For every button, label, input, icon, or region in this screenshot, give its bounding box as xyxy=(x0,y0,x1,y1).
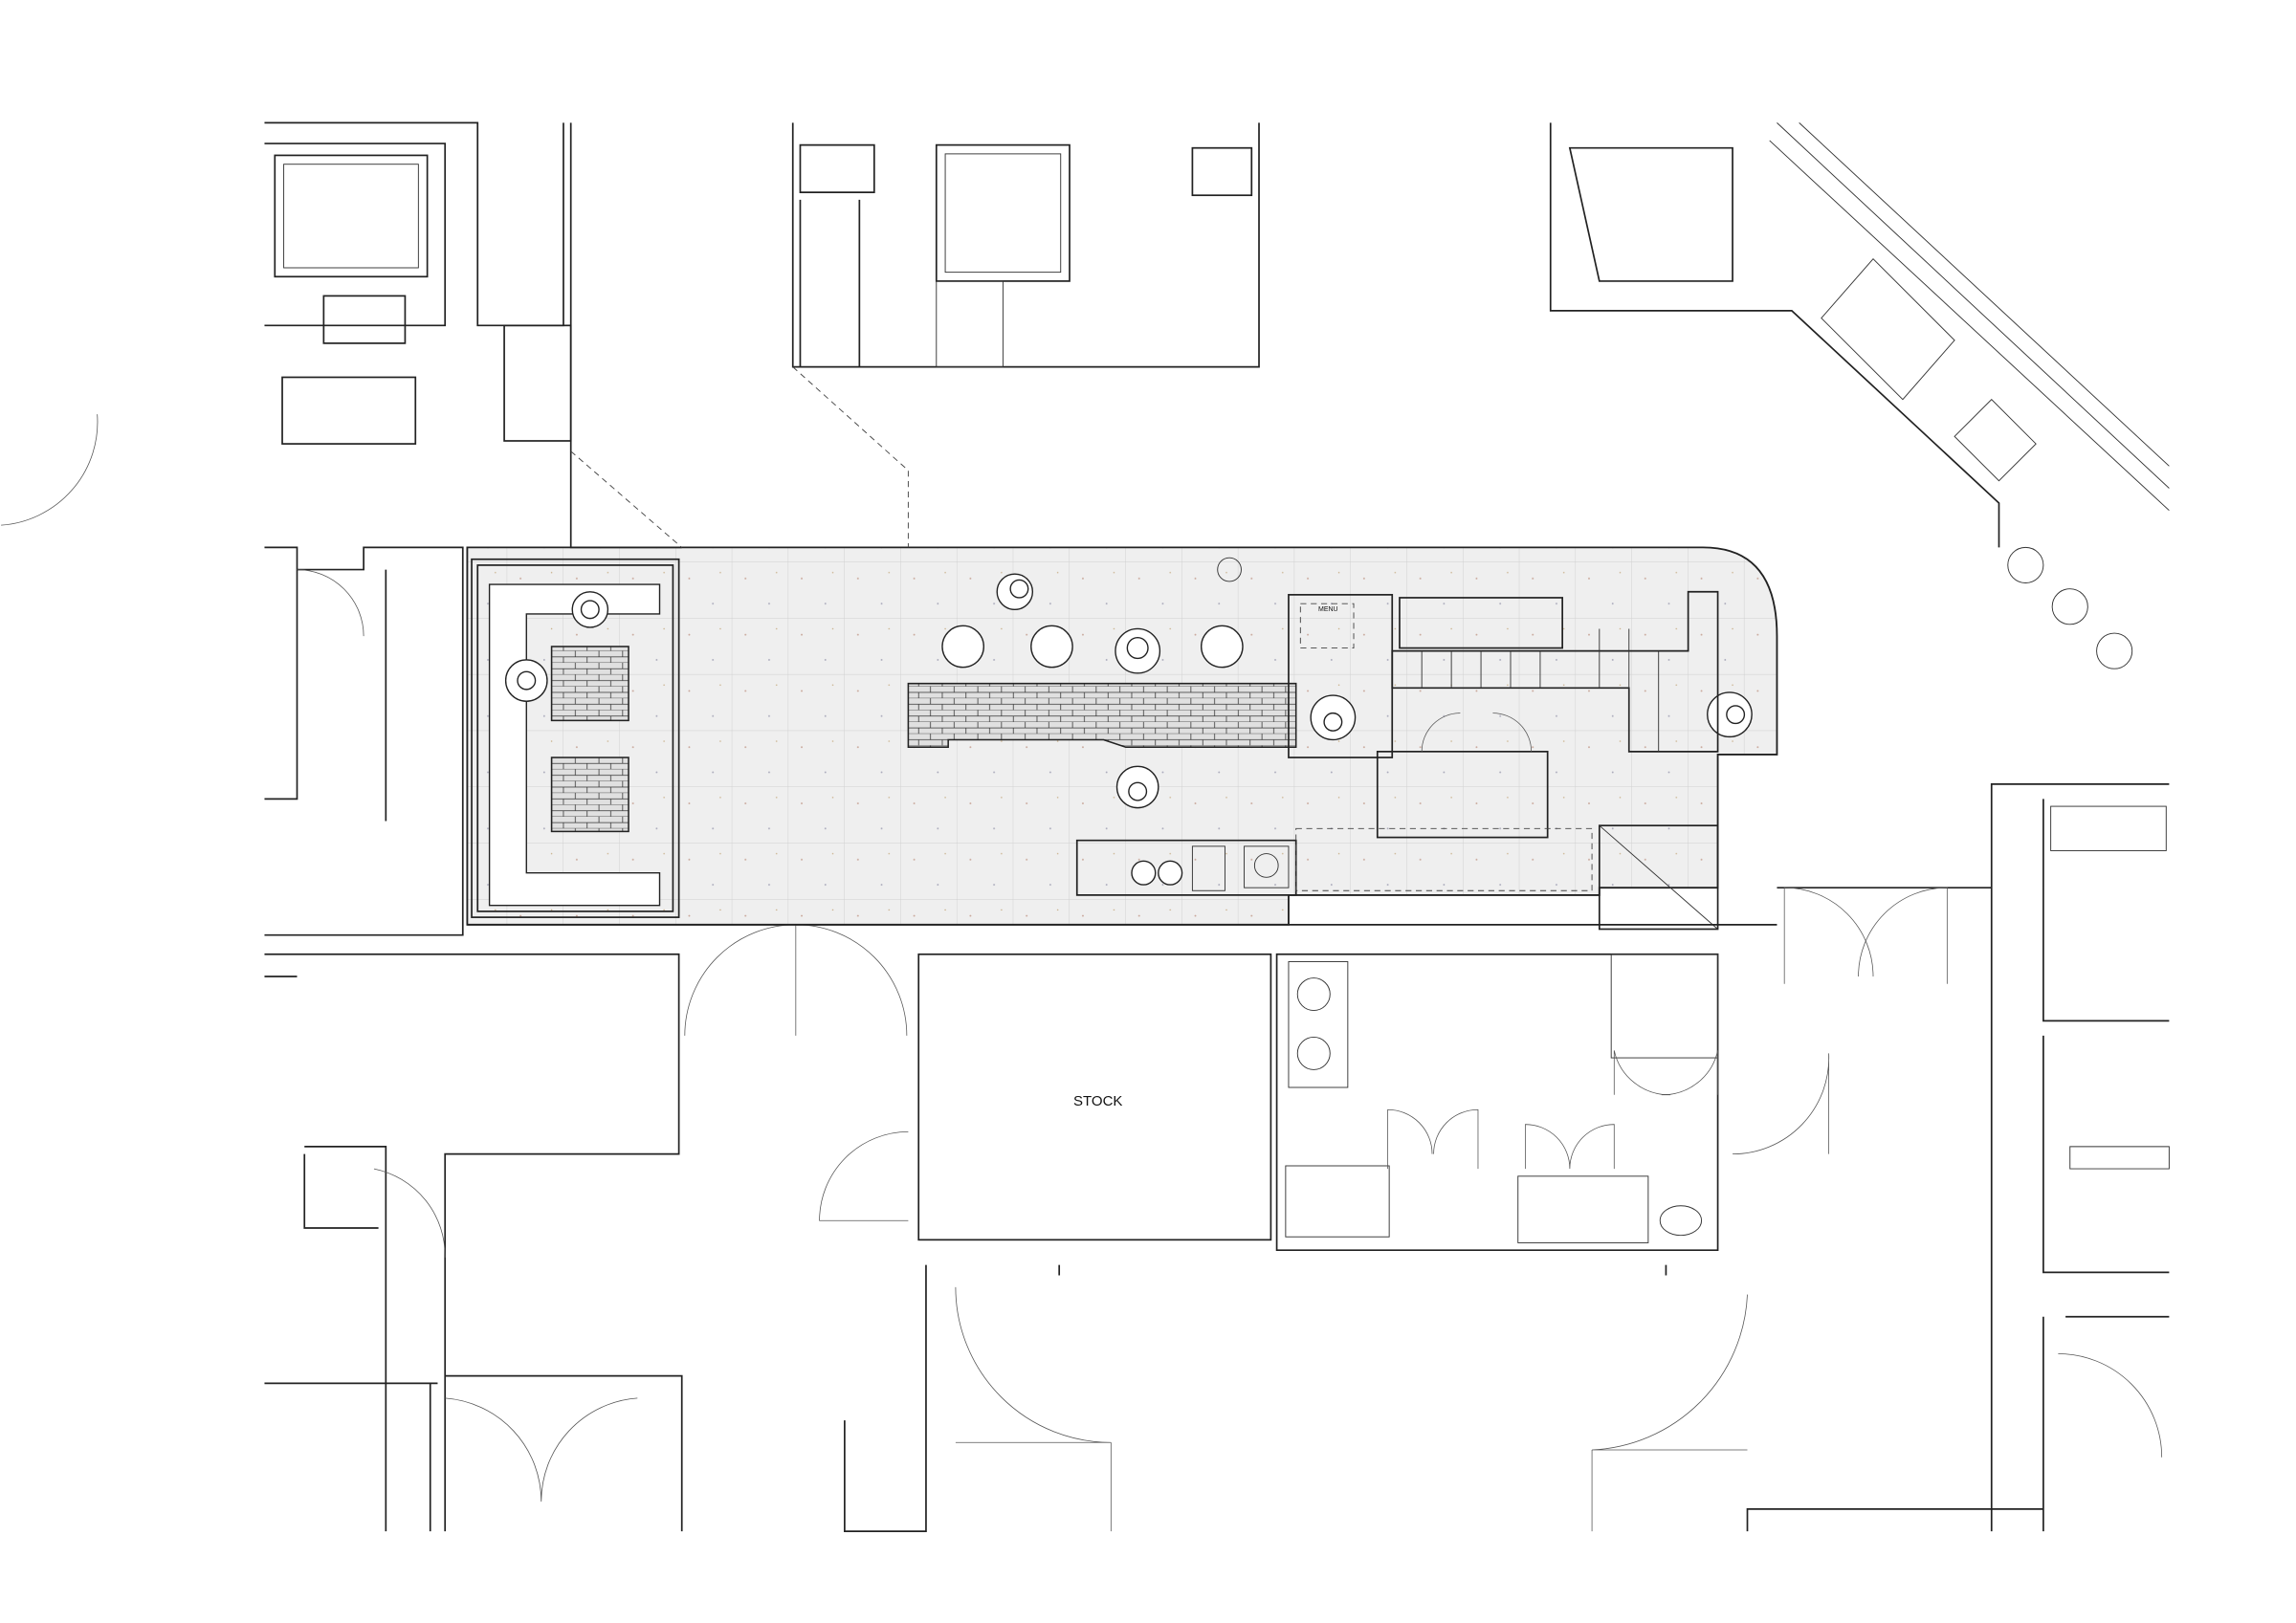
bar-counter xyxy=(907,573,1753,809)
person-icon xyxy=(1310,694,1357,741)
booth-seating xyxy=(471,558,680,918)
menu-board-label: MENU xyxy=(1318,606,1338,613)
surrounding-buildings xyxy=(1,121,2170,1532)
service-counter xyxy=(1075,557,1719,931)
hob-icon xyxy=(1131,845,1290,891)
stock-room xyxy=(819,953,1272,1241)
person-icon xyxy=(1707,691,1753,738)
person-icon xyxy=(571,591,609,628)
stool-icon xyxy=(1030,625,1073,669)
stool-icon xyxy=(1200,625,1244,669)
person-icon xyxy=(1115,765,1159,809)
person-icon xyxy=(1115,627,1161,674)
stool-icon xyxy=(941,625,984,669)
room-label-stock: STOCK xyxy=(1073,1093,1123,1109)
person-icon xyxy=(996,573,1034,611)
kitchen xyxy=(1275,953,1719,1252)
person-icon xyxy=(504,659,548,702)
